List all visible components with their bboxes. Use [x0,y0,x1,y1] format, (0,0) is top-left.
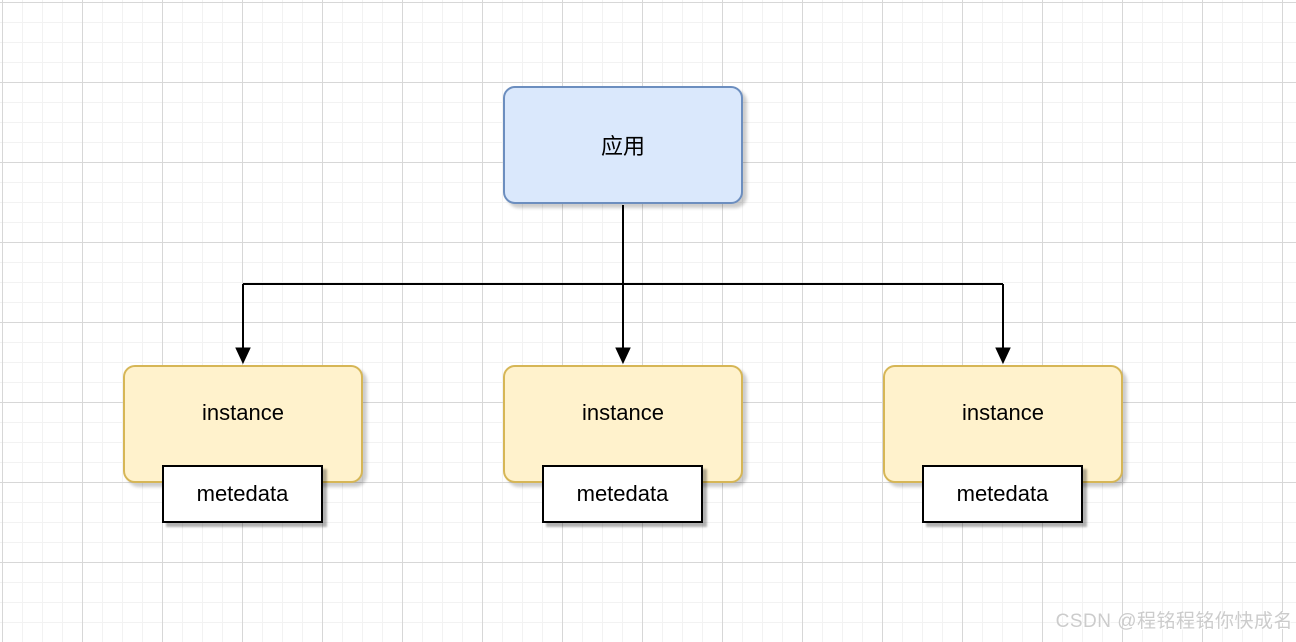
node-instance-3: instance [883,365,1123,483]
arrowhead-instance-1-icon [235,347,251,365]
node-instance-2-label: instance [582,400,664,425]
node-metedata-1-label: metedata [196,481,289,506]
node-instance-3-label: instance [962,400,1044,425]
node-instance-1-label: instance [202,400,284,425]
node-metedata-2: metedata [542,465,703,523]
node-metedata-3: metedata [922,465,1083,523]
node-metedata-1: metedata [162,465,323,523]
arrowhead-instance-2-icon [615,347,631,365]
node-instance-2: instance [503,365,743,483]
node-application-label: 应用 [600,134,645,159]
arrowhead-instance-3-icon [995,347,1011,365]
node-metedata-2-label: metedata [576,481,669,506]
node-application: 应用 [503,86,743,204]
csdn-watermark: CSDN @程铭程铭你快成名 [1055,611,1293,632]
node-metedata-3-label: metedata [956,481,1049,506]
